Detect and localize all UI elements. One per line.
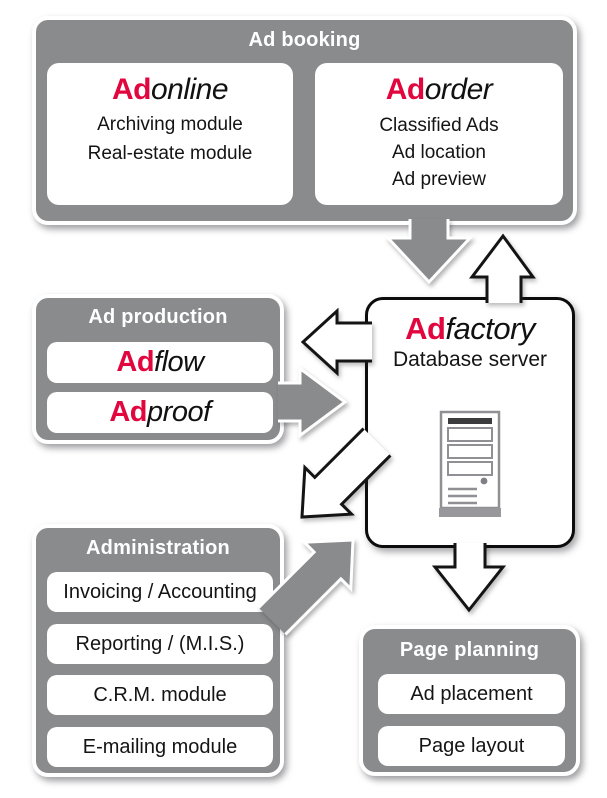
ad-production-group: Ad production Adflow Adproof: [32, 294, 284, 444]
page-planning-title: Page planning: [399, 639, 540, 661]
adorder-brand-suffix: order: [424, 73, 493, 106]
adorder-module: Ad location: [391, 142, 486, 163]
adonline-card: Adonline Archiving module Real-estate mo…: [47, 63, 293, 205]
adflow-brand-suffix: flow: [154, 346, 204, 378]
adfactory-brand-suffix: factory: [445, 311, 535, 346]
adfactory-brand-prefix: Ad: [405, 311, 446, 346]
adonline-module: Archiving module: [97, 114, 243, 135]
server-tower-icon: [439, 410, 501, 517]
administration-item: C.R.M. module: [47, 675, 273, 715]
adonline-modules: Archiving module Real-estate module: [47, 110, 293, 168]
arrow-adfactory-to-booking: [468, 233, 536, 303]
adorder-brand: Adorder: [315, 73, 563, 107]
adflow-brand-prefix: Ad: [116, 346, 155, 378]
adonline-brand-prefix: Ad: [111, 73, 152, 106]
adorder-module: Classified Ads: [379, 115, 499, 136]
ad-production-title: Ad production: [88, 306, 228, 328]
page-planning-item: Ad placement: [378, 674, 565, 714]
adorder-modules: Classified Ads Ad location Ad preview: [315, 112, 563, 193]
adorder-module: Ad preview: [392, 169, 486, 190]
adonline-module: Real-estate module: [87, 143, 253, 164]
adfactory-server-box: Adfactory Database server: [365, 297, 575, 548]
adproof-brand-suffix: proof: [147, 396, 211, 428]
adonline-brand: Adonline: [47, 73, 293, 107]
adproof-brand: Adproof: [109, 396, 211, 429]
adorder-brand-prefix: Ad: [385, 73, 426, 106]
adfactory-brand: Adfactory: [368, 311, 572, 347]
administration-item: Invoicing / Accounting: [47, 572, 273, 612]
arrow-booking-to-adfactory: [384, 219, 474, 285]
administration-item: E-mailing module: [47, 727, 273, 767]
adproof-brand-prefix: Ad: [109, 396, 148, 428]
page-planning-group: Page planning Ad placement Page layout: [359, 625, 580, 776]
adflow-card: Adflow: [47, 342, 273, 383]
administration-item: Reporting / (M.I.S.): [47, 624, 273, 664]
arrow-adfactory-to-page-planning: [431, 543, 507, 613]
arrow-adfactory-to-production: [300, 307, 372, 377]
ad-booking-title: Ad booking: [248, 29, 361, 51]
administration-group: Administration Invoicing / Accounting Re…: [32, 524, 284, 777]
adorder-card: Adorder Classified Ads Ad location Ad pr…: [315, 63, 563, 205]
page-planning-item: Page layout: [378, 726, 565, 766]
adflow-brand: Adflow: [116, 346, 204, 379]
arrow-production-to-adfactory: [278, 365, 348, 439]
adproof-card: Adproof: [47, 392, 273, 433]
administration-title: Administration: [86, 537, 230, 559]
ad-booking-group: Ad booking Adonline Archiving module Rea…: [32, 16, 577, 225]
adfactory-subtitle: Database server: [392, 348, 548, 371]
adonline-brand-suffix: online: [150, 73, 229, 106]
